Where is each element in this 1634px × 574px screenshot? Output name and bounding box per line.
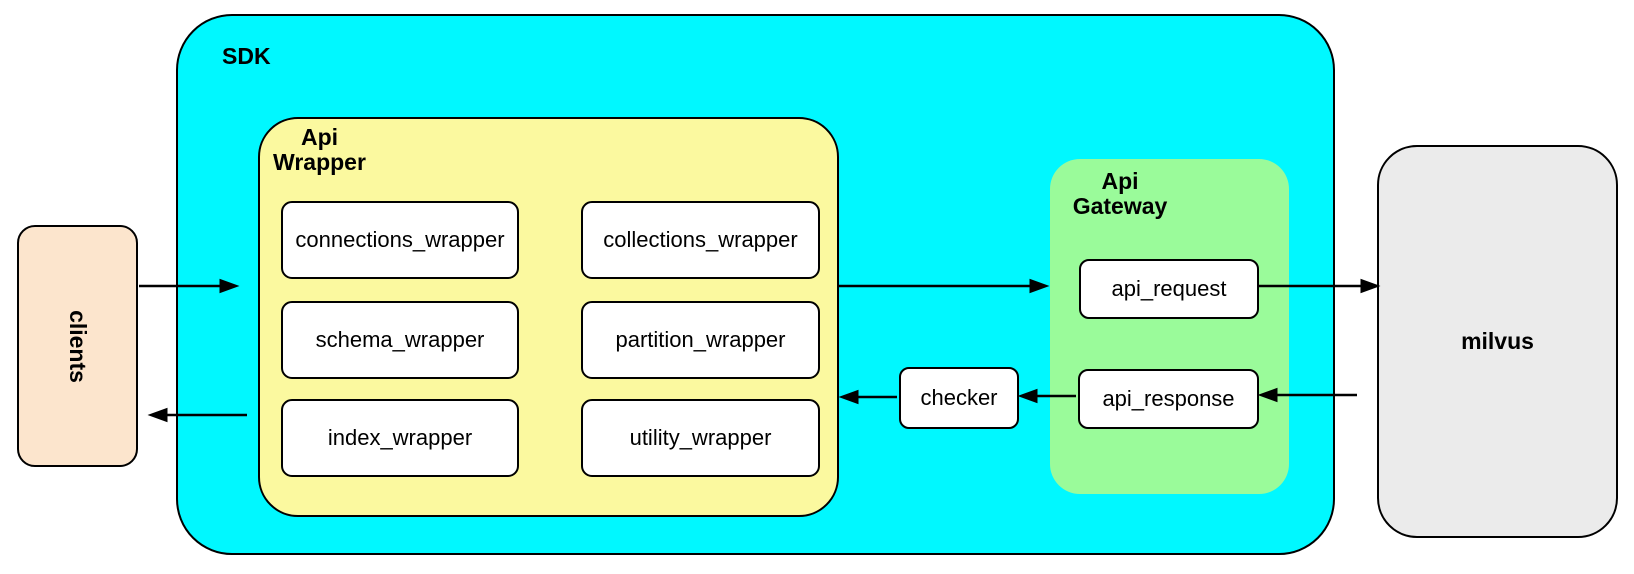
- api-wrapper-title-line1: Api: [300, 124, 339, 150]
- api-gateway-title-line2: Gateway: [1072, 193, 1168, 219]
- api-request-node: api_request: [1079, 259, 1259, 319]
- sdk-title: SDK: [222, 43, 271, 69]
- milvus-label: milvus: [1461, 328, 1534, 354]
- api-wrapper-title: Api Wrapper: [272, 125, 367, 175]
- api-request-label: api_request: [1111, 276, 1227, 301]
- wrapper-box-index-label: index_wrapper: [327, 425, 473, 450]
- wrapper-box-collections-label: collections_wrapper: [603, 227, 798, 252]
- api-wrapper-container: Api Wrapper connections_wrapper collecti…: [258, 117, 839, 517]
- api-gateway-title: Api Gateway: [1070, 169, 1170, 219]
- wrapper-box-schema-label: schema_wrapper: [315, 327, 485, 352]
- wrapper-box-connections-label: connections_wrapper: [295, 227, 505, 252]
- checker-label: checker: [920, 385, 998, 410]
- wrapper-box-utility-label: utility_wrapper: [629, 425, 772, 450]
- wrapper-box-collections: collections_wrapper: [581, 201, 820, 279]
- api-wrapper-title-line2: Wrapper: [273, 149, 366, 175]
- sdk-container: SDK Api Wrapper connections_wrapper coll…: [176, 14, 1335, 555]
- api-response-label: api_response: [1102, 386, 1235, 411]
- clients-node: clients: [17, 225, 138, 467]
- api-gateway-title-line1: Api: [1101, 168, 1139, 194]
- wrapper-box-schema: schema_wrapper: [281, 301, 519, 379]
- wrapper-box-utility: utility_wrapper: [581, 399, 820, 477]
- clients-label: clients: [65, 309, 91, 383]
- api-response-node: api_response: [1078, 369, 1259, 429]
- wrapper-box-index: index_wrapper: [281, 399, 519, 477]
- wrapper-box-partition-label: partition_wrapper: [615, 327, 786, 352]
- milvus-node: milvus: [1377, 145, 1618, 538]
- checker-node: checker: [899, 367, 1019, 429]
- wrapper-box-connections: connections_wrapper: [281, 201, 519, 279]
- wrapper-box-partition: partition_wrapper: [581, 301, 820, 379]
- api-gateway-container: Api Gateway api_request api_response: [1050, 159, 1289, 494]
